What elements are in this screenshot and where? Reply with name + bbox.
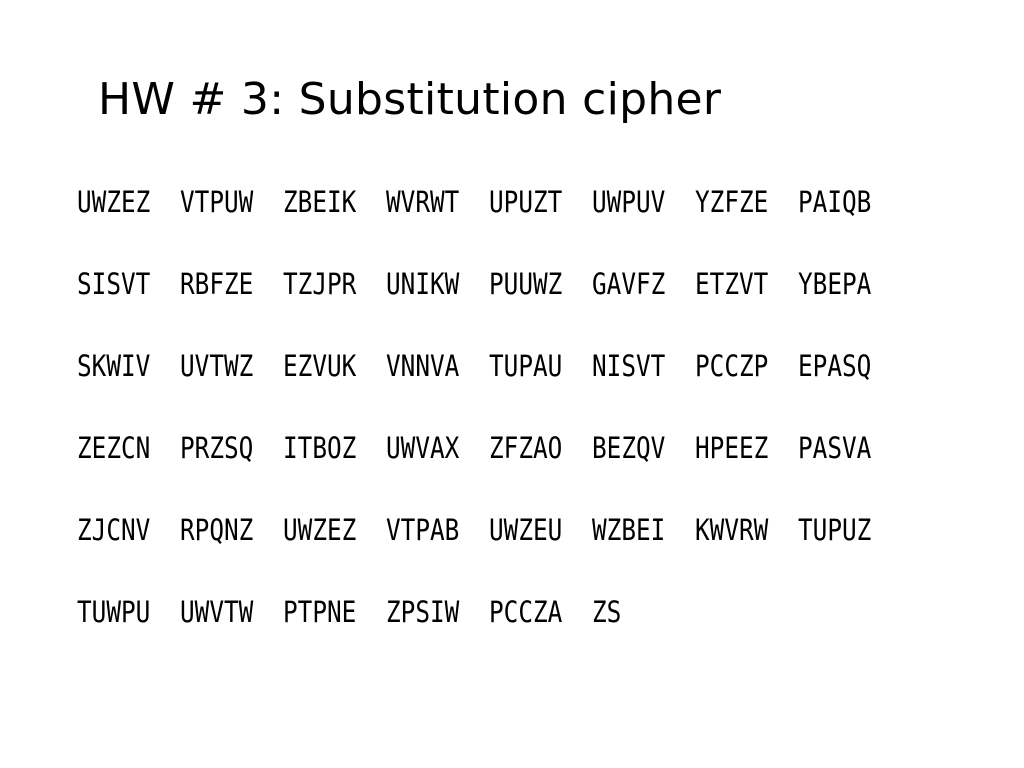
ciphertext-group: VNNVA xyxy=(386,349,460,383)
ciphertext-line: ZJCNV RPQNZ UWZEZ VTPAB UWZEU WZBEI KWVRW TUPUZ xyxy=(77,508,901,590)
ciphertext-group: UPUZT xyxy=(489,185,563,219)
ciphertext-line: TUWPU UWVTW PTPNE ZPSIW PCCZA ZS xyxy=(77,590,901,672)
ciphertext-group: HPEEZ xyxy=(695,431,769,465)
ciphertext-line: SKWIV UVTWZ EZVUK VNNVA TUPAU NISVT PCCZP EPASQ xyxy=(77,344,901,426)
ciphertext-group: TUPUZ xyxy=(798,513,872,547)
ciphertext-group: NISVT xyxy=(592,349,666,383)
ciphertext-group: PTPNE xyxy=(283,595,357,629)
ciphertext-group: GAVFZ xyxy=(592,267,666,301)
ciphertext-group: ZFZAO xyxy=(489,431,563,465)
ciphertext-group: YZFZE xyxy=(695,185,769,219)
ciphertext-group: EPASQ xyxy=(798,349,872,383)
ciphertext-group: WZBEI xyxy=(592,513,666,547)
ciphertext-group: KWVRW xyxy=(695,513,769,547)
ciphertext-group: TUWPU xyxy=(77,595,151,629)
ciphertext-line: UWZEZ VTPUW ZBEIK WVRWT UPUZT UWPUV YZFZE PAIQB xyxy=(77,180,901,262)
ciphertext-group: SISVT xyxy=(77,267,151,301)
ciphertext-group: UWPUV xyxy=(592,185,666,219)
ciphertext-group: RPQNZ xyxy=(180,513,254,547)
ciphertext-group: TUPAU xyxy=(489,349,563,383)
ciphertext-group: PRZSQ xyxy=(180,431,254,465)
ciphertext-group: BEZQV xyxy=(592,431,666,465)
ciphertext-group: PCCZA xyxy=(489,595,563,629)
ciphertext-group: UWZEZ xyxy=(77,185,151,219)
ciphertext-group: ETZVT xyxy=(695,267,769,301)
ciphertext-group: YBEPA xyxy=(798,267,872,301)
ciphertext-group: UWZEU xyxy=(489,513,563,547)
ciphertext-group: VTPAB xyxy=(386,513,460,547)
ciphertext-group: ZEZCN xyxy=(77,431,151,465)
ciphertext-group: RBFZE xyxy=(180,267,254,301)
ciphertext-group: ITBOZ xyxy=(283,431,357,465)
ciphertext-group: ZS xyxy=(592,595,622,629)
ciphertext-group: WVRWT xyxy=(386,185,460,219)
ciphertext-line: ZEZCN PRZSQ ITBOZ UWVAX ZFZAO BEZQV HPEEZ PASVA xyxy=(77,426,901,508)
ciphertext-group: UWZEZ xyxy=(283,513,357,547)
ciphertext-group: TZJPR xyxy=(283,267,357,301)
ciphertext-group: PUUWZ xyxy=(489,267,563,301)
ciphertext-group: PASVA xyxy=(798,431,872,465)
ciphertext-group: UNIKW xyxy=(386,267,460,301)
ciphertext-group: ZPSIW xyxy=(386,595,460,629)
ciphertext-group: ZJCNV xyxy=(77,513,151,547)
ciphertext-group: UVTWZ xyxy=(180,349,254,383)
ciphertext-group: SKWIV xyxy=(77,349,151,383)
ciphertext-group: VTPUW xyxy=(180,185,254,219)
ciphertext-group: EZVUK xyxy=(283,349,357,383)
ciphertext-group: UWVAX xyxy=(386,431,460,465)
slide-title: HW # 3: Substitution cipher xyxy=(98,74,722,125)
ciphertext-group: PAIQB xyxy=(798,185,872,219)
ciphertext-line: SISVT RBFZE TZJPR UNIKW PUUWZ GAVFZ ETZVT YBEPA xyxy=(77,262,901,344)
ciphertext-block: UWZEZ VTPUW ZBEIK WVRWT UPUZT UWPUV YZFZE PAIQB… xyxy=(77,180,901,672)
ciphertext-group: PCCZP xyxy=(695,349,769,383)
ciphertext-group: UWVTW xyxy=(180,595,254,629)
ciphertext-group: ZBEIK xyxy=(283,185,357,219)
